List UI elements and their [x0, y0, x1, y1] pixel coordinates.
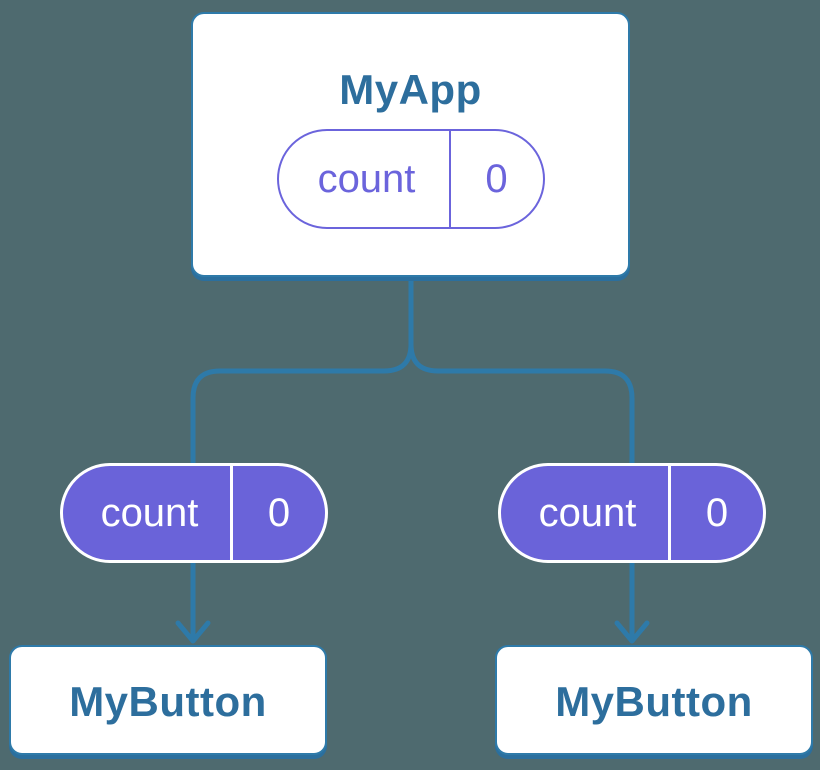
arrowhead-down-right-icon — [614, 620, 650, 644]
arrowhead-down-left-icon — [175, 620, 211, 644]
mybutton-left-node: MyButton — [9, 645, 327, 755]
component-title: MyButton — [69, 678, 267, 725]
prop-name: count — [100, 490, 199, 535]
prop-pill-left-child: count 0 — [60, 463, 328, 563]
pill-divider — [668, 466, 671, 560]
mybutton-right-node: MyButton — [495, 645, 813, 755]
pill-divider — [448, 131, 451, 227]
state-name: count — [317, 156, 416, 201]
prop-name: count — [538, 490, 637, 535]
connector-branch-left — [190, 341, 414, 642]
prop-pill-right-child: count 0 — [498, 463, 766, 563]
state-value: 0 — [485, 156, 508, 201]
component-title: MyApp — [339, 66, 482, 113]
component-title: MyButton — [555, 678, 753, 725]
pill-divider — [230, 466, 233, 560]
connector-branch-right — [408, 341, 635, 642]
prop-value: 0 — [705, 490, 729, 535]
prop-value: 0 — [267, 490, 291, 535]
state-pill-root: count 0 — [276, 129, 545, 229]
myapp-component-node: MyApp count 0 — [191, 12, 630, 277]
